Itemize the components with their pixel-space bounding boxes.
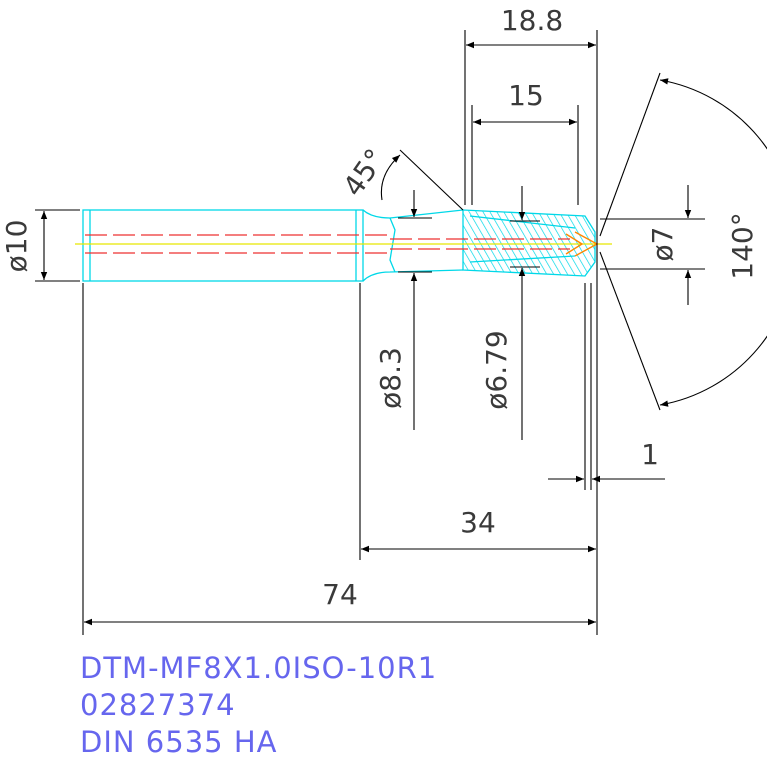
dim-thread-length: 15 [508,79,544,112]
dim-neck-diameter: ø8.3 [374,347,407,409]
dim-shank-diameter: ø10 [0,220,33,273]
coolant-channel [85,234,570,254]
dim-core-diameter: ø6.79 [480,330,513,409]
dim-chamfer-angle: 45° [336,143,392,203]
thread-region [462,209,596,277]
dim-neck-length: 34 [460,506,496,539]
shank [82,209,364,282]
tool-body [82,209,596,282]
dim-arc-chamfer [380,154,401,201]
dim-flute-length: 18.8 [501,4,563,37]
standard-spec: DIN 6535 HA [80,725,278,759]
dimension-lines [35,30,767,635]
dim-arc-point [659,78,767,407]
neck [362,209,464,282]
dim-tip-diameter: ø7 [646,227,679,262]
title-block: DTM-MF8X1.0ISO-10R1 02827374 DIN 6535 HA [80,650,437,761]
dim-overall-length: 74 [322,578,358,611]
dim-tip-offset: 1 [641,438,659,471]
part-designation: DTM-MF8X1.0ISO-10R1 [80,651,438,685]
dim-point-angle: 140° [726,212,759,279]
part-number: 02827374 [80,688,236,722]
